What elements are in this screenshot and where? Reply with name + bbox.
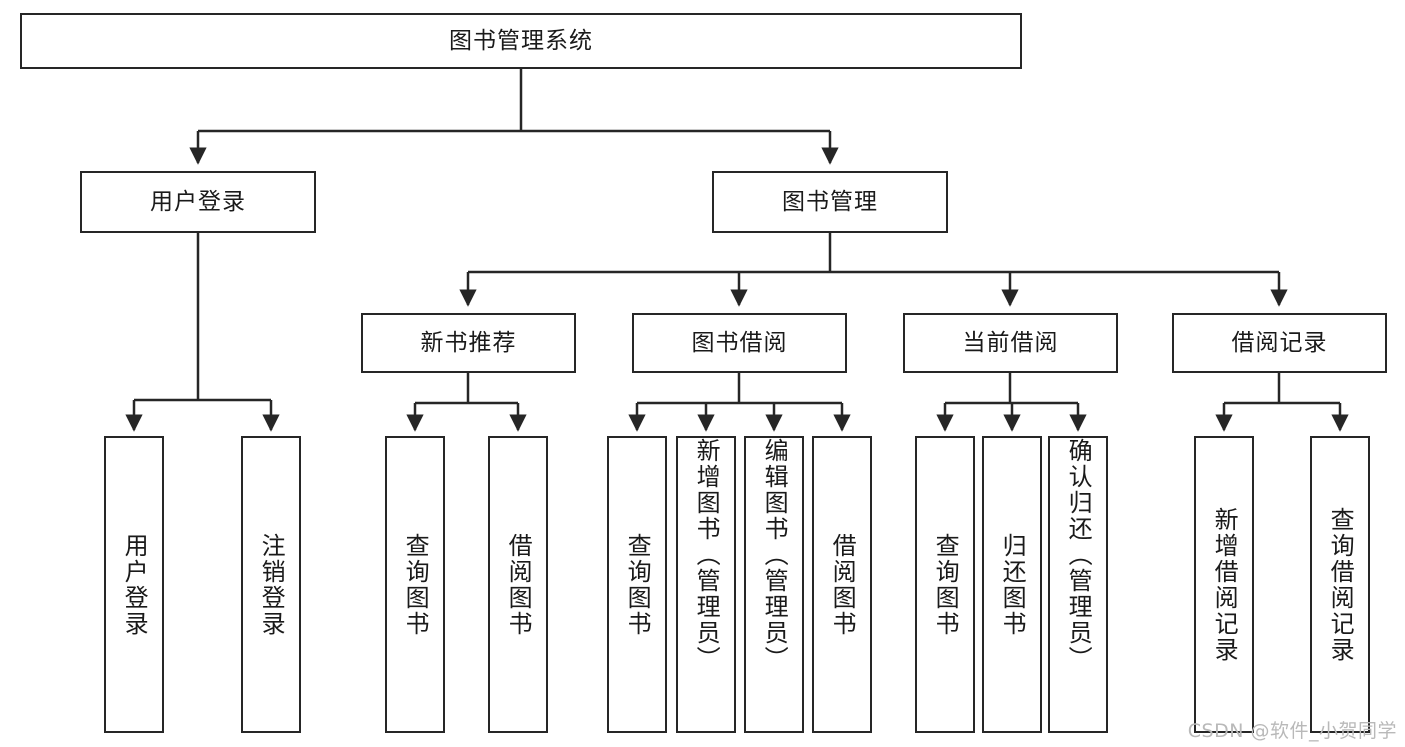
leaf-add-book-label: 新增图书（管理员）	[692, 438, 721, 672]
leaf-borrow-book-1-label: 借阅图书	[504, 532, 533, 637]
leaf-logout-login-label: 注销登录	[257, 532, 286, 637]
leaf-query-book-1-label: 查询图书	[401, 532, 430, 637]
node-borrow-record-label: 借阅记录	[1231, 329, 1328, 356]
leaf-user-login-label: 用户登录	[120, 532, 149, 637]
node-current-borrow[interactable]: 当前借阅	[903, 313, 1118, 373]
leaf-borrow-book-2-label: 借阅图书	[828, 532, 857, 637]
leaf-borrow-book-1[interactable]: 借阅图书	[488, 436, 548, 733]
leaf-confirm-return[interactable]: 确认归还（管理员）	[1048, 436, 1108, 733]
leaf-edit-book-label: 编辑图书（管理员）	[760, 438, 789, 672]
leaf-query-record-label: 查询借阅记录	[1326, 506, 1355, 663]
node-book-borrow[interactable]: 图书借阅	[632, 313, 847, 373]
node-user-login[interactable]: 用户登录	[80, 171, 316, 233]
leaf-borrow-book-2[interactable]: 借阅图书	[812, 436, 872, 733]
node-user-login-label: 用户登录	[150, 188, 246, 215]
node-new-book-recommend-label: 新书推荐	[420, 329, 517, 356]
node-borrow-record[interactable]: 借阅记录	[1172, 313, 1387, 373]
leaf-confirm-return-label: 确认归还（管理员）	[1064, 438, 1093, 672]
node-book-borrow-label: 图书借阅	[691, 329, 788, 356]
leaf-return-book[interactable]: 归还图书	[982, 436, 1042, 733]
leaf-return-book-label: 归还图书	[998, 532, 1027, 637]
leaf-add-record-label: 新增借阅记录	[1210, 506, 1239, 663]
leaf-logout-login[interactable]: 注销登录	[241, 436, 301, 733]
node-book-management-label: 图书管理	[782, 188, 878, 215]
leaf-add-book[interactable]: 新增图书（管理员）	[676, 436, 736, 733]
node-root-label: 图书管理系统	[449, 27, 593, 54]
leaf-query-book-1[interactable]: 查询图书	[385, 436, 445, 733]
leaf-query-book-3-label: 查询图书	[931, 532, 960, 637]
node-current-borrow-label: 当前借阅	[962, 329, 1059, 356]
node-book-management[interactable]: 图书管理	[712, 171, 948, 233]
node-new-book-recommend[interactable]: 新书推荐	[361, 313, 576, 373]
leaf-query-record[interactable]: 查询借阅记录	[1310, 436, 1370, 733]
node-root[interactable]: 图书管理系统	[20, 13, 1022, 69]
leaf-query-book-3[interactable]: 查询图书	[915, 436, 975, 733]
leaf-user-login[interactable]: 用户登录	[104, 436, 164, 733]
leaf-add-record[interactable]: 新增借阅记录	[1194, 436, 1254, 733]
leaf-query-book-2[interactable]: 查询图书	[607, 436, 667, 733]
leaf-query-book-2-label: 查询图书	[623, 532, 652, 637]
leaf-edit-book[interactable]: 编辑图书（管理员）	[744, 436, 804, 733]
